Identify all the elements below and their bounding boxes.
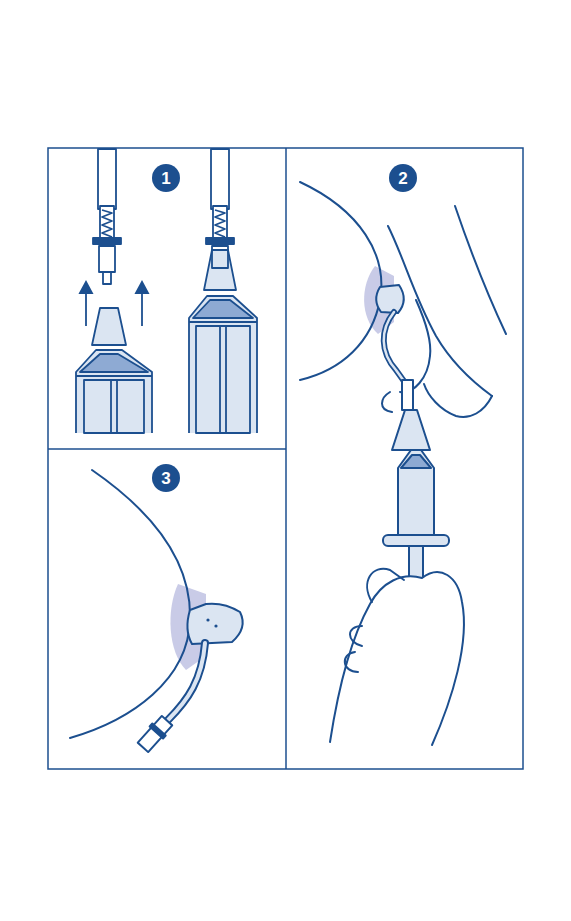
plunger-rod <box>219 326 221 433</box>
spring <box>215 210 225 237</box>
tube <box>211 149 229 209</box>
plunger-seal <box>401 455 431 468</box>
finger-outline <box>367 569 404 602</box>
syringe-tip <box>204 250 236 290</box>
plunger-rod <box>116 380 118 433</box>
plunger-rod <box>225 326 227 433</box>
plunger-frame <box>196 326 250 433</box>
callout-number: 1 <box>152 164 180 192</box>
panel-two-illustration <box>300 182 506 745</box>
panel-frame <box>48 148 523 769</box>
syringe-tip <box>392 410 430 450</box>
callout-circle <box>152 464 180 492</box>
callout-number: 3 <box>152 464 180 492</box>
syringe-connector <box>402 380 413 410</box>
syringe-separate <box>76 308 152 433</box>
spring-housing <box>100 206 114 240</box>
breast-outline <box>70 470 190 738</box>
shield-hole <box>206 618 209 621</box>
syringe-tip <box>92 308 126 345</box>
fingertip-outline <box>382 392 392 412</box>
finger-outline <box>345 652 358 672</box>
connector-tip <box>103 272 111 284</box>
arrow-line <box>141 290 143 326</box>
panel-divider <box>285 148 287 769</box>
tube <box>98 149 116 209</box>
plunger-seal <box>80 354 148 372</box>
plunger-seal <box>193 300 253 318</box>
hand-outline <box>388 226 492 396</box>
finger-outline <box>424 384 492 417</box>
frame-border <box>48 148 523 769</box>
collar <box>206 238 234 244</box>
connector-body <box>212 246 228 268</box>
callout-circle <box>389 164 417 192</box>
arrow-head <box>80 282 92 293</box>
syringe-barrel <box>76 350 152 433</box>
spring <box>102 210 112 237</box>
tube-connector <box>136 715 173 754</box>
syringe-barrel <box>398 450 434 536</box>
connector-body <box>138 716 172 752</box>
callout-number: 2 <box>389 164 417 192</box>
syringe-flange <box>383 535 449 546</box>
syringe-assembled <box>189 149 257 433</box>
nipple-shield <box>376 285 404 313</box>
tube-inner <box>168 643 205 720</box>
tube <box>168 643 205 720</box>
connector-body <box>99 246 115 272</box>
plunger-frame <box>84 380 144 433</box>
plunger-rod <box>110 380 112 433</box>
tube <box>384 312 406 384</box>
syringe-barrel <box>189 296 257 433</box>
barrel-line <box>189 321 257 323</box>
finger-outline <box>350 626 362 646</box>
arrow-head <box>136 282 148 293</box>
collar <box>93 238 121 244</box>
nipple-shield <box>187 604 242 644</box>
connector-separate <box>93 149 121 284</box>
finger-outline <box>400 300 430 392</box>
collar <box>150 724 166 739</box>
shield-hole <box>214 624 217 627</box>
breast-outline <box>300 182 381 380</box>
tube-inner <box>384 312 406 384</box>
finger-outline <box>455 206 506 334</box>
callout-circle <box>152 164 180 192</box>
spring-housing <box>213 206 227 240</box>
arrow-line <box>85 290 87 326</box>
callout-circles <box>152 164 417 492</box>
hand-outline <box>330 572 464 745</box>
panel-divider <box>48 448 286 450</box>
barrel-line <box>76 375 152 377</box>
panel-three-illustration <box>70 470 243 753</box>
